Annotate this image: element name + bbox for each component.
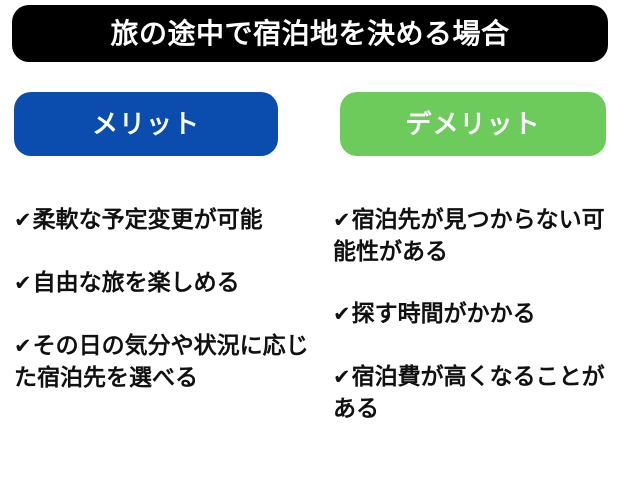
list-item-label: 柔軟な予定変更が可能 xyxy=(32,206,263,232)
list-item: ✔宿泊先が見つからない可能性がある xyxy=(333,204,623,267)
list-item: ✔その日の気分や状況に応じた宿泊先を選べる xyxy=(14,330,314,393)
list-item-label: その日の気分や状況に応じた宿泊先を選べる xyxy=(14,332,309,390)
title-banner: 旅の途中で宿泊地を決める場合 xyxy=(12,5,608,62)
check-icon: ✔ xyxy=(333,366,351,389)
list-item-label: 自由な旅を楽しめる xyxy=(32,269,240,295)
list-item-label: 探す時間がかかる xyxy=(351,300,536,326)
check-icon: ✔ xyxy=(333,303,351,326)
check-icon: ✔ xyxy=(333,209,351,232)
list-item: ✔宿泊費が高くなることがある xyxy=(333,361,623,424)
list-item: ✔探す時間がかかる xyxy=(333,298,623,330)
merit-list: ✔柔軟な予定変更が可能 ✔自由な旅を楽しめる ✔その日の気分や状況に応じた宿泊先… xyxy=(14,204,314,393)
list-item: ✔自由な旅を楽しめる xyxy=(14,267,314,299)
list-item: ✔柔軟な予定変更が可能 xyxy=(14,204,314,236)
column-header-merit: メリット xyxy=(14,92,278,156)
list-item-label: 宿泊費が高くなることがある xyxy=(333,363,605,421)
check-icon: ✔ xyxy=(14,272,32,295)
page-title: 旅の途中で宿泊地を決める場合 xyxy=(110,17,510,49)
column-header-merit-label: メリット xyxy=(91,109,200,139)
check-icon: ✔ xyxy=(14,335,32,358)
check-icon: ✔ xyxy=(14,209,32,232)
list-item-label: 宿泊先が見つからない可能性がある xyxy=(333,206,605,264)
column-header-demerit-label: デメリット xyxy=(405,109,541,139)
demerit-list: ✔宿泊先が見つからない可能性がある ✔探す時間がかかる ✔宿泊費が高くなることが… xyxy=(333,204,623,424)
column-header-demerit: デメリット xyxy=(340,92,606,156)
